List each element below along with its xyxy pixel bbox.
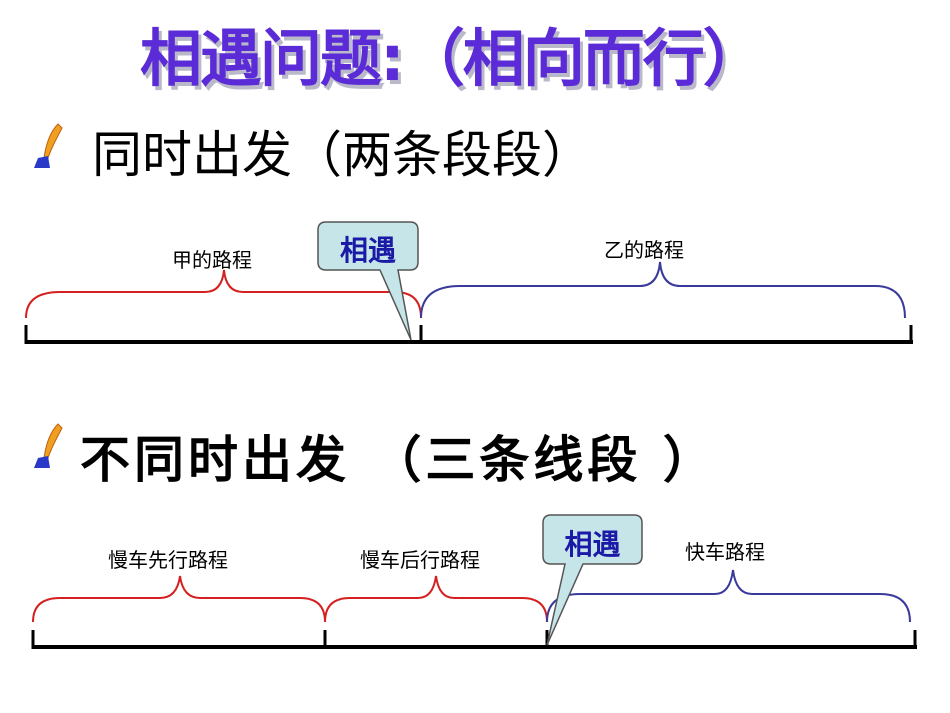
- brace-fast: [546, 569, 911, 623]
- label-slow-first: 慢车先行路程: [108, 548, 228, 572]
- label-yi-distance: 乙的路程: [604, 238, 684, 262]
- segment-line-2: [31, 630, 917, 649]
- slide-title: 相遇问题:（相向而行）: [140, 22, 765, 95]
- callout-meet-1: [317, 221, 419, 341]
- label-jia-distance: 甲的路程: [172, 248, 252, 272]
- label-fast: 快车路程: [685, 540, 765, 564]
- section1-heading: 同时出发（两条段段）: [92, 126, 592, 184]
- brace-slow-after: [324, 575, 548, 623]
- quill-pen-icon: [34, 423, 63, 468]
- quill-pen-icon: [34, 123, 63, 168]
- brace-yi: [420, 261, 906, 319]
- brace-jia: [25, 269, 422, 319]
- callout-meet-2: [542, 514, 643, 646]
- section2-heading: 不同时出发 （三条线段 ）: [80, 431, 717, 489]
- callout-meet-1-text: 相遇: [339, 234, 396, 267]
- brace-slow-first: [32, 575, 326, 623]
- label-slow-after: 慢车后行路程: [360, 548, 480, 572]
- callout-meet-2-text: 相遇: [564, 528, 621, 561]
- segment-line-1: [24, 325, 913, 344]
